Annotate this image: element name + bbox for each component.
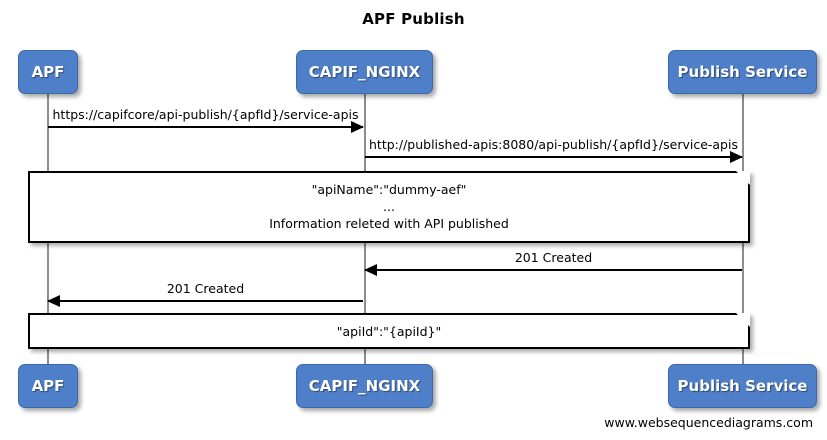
message-label-3: 201 Created (514, 250, 593, 265)
note-fold-edge-icon (735, 313, 750, 328)
message-line-3 (365, 269, 742, 271)
actor-label-capif-nginx: CAPIF_NGINX (308, 63, 421, 81)
actor-label-publish-service: Publish Service (677, 63, 808, 81)
actor-label-capif-nginx-bottom: CAPIF_NGINX (308, 377, 421, 395)
actor-box-publish-service-bottom[interactable]: Publish Service (668, 364, 817, 408)
message-label-2: http://published-apis:8080/api-publish/{… (369, 137, 738, 152)
actor-label-apf-bottom: APF (31, 377, 65, 395)
message-label-1: https://capifcore/api-publish/{apfId}/se… (52, 107, 359, 122)
actor-box-publish-service-top[interactable]: Publish Service (668, 50, 817, 94)
actor-label-apf: APF (31, 63, 65, 81)
actor-box-apf-bottom[interactable]: APF (18, 364, 78, 408)
footer-credit: www.websequencediagrams.com (604, 415, 813, 430)
message-line-4 (48, 300, 363, 302)
actor-label-publish-service-bottom: Publish Service (677, 377, 808, 395)
actor-box-capif-nginx-top[interactable]: CAPIF_NGINX (296, 50, 433, 94)
note-1-line-3: Information releted with API published (269, 216, 509, 231)
note-2-line-1: "apiId":"{apiId}" (336, 324, 442, 339)
note-fold-edge-icon (735, 171, 750, 186)
arrowhead-left-icon (47, 295, 60, 307)
arrowhead-left-icon (364, 264, 377, 276)
message-label-4: 201 Created (166, 281, 245, 296)
message-line-1 (48, 126, 363, 128)
note-box-2: "apiId":"{apiId}" (28, 313, 750, 349)
page-title: APF Publish (362, 10, 465, 28)
arrowhead-right-icon (730, 151, 743, 163)
message-line-2 (365, 156, 742, 158)
arrowhead-right-icon (351, 121, 364, 133)
note-1-line-1: "apiName":"dummy-aef" (311, 182, 467, 197)
note-box-1: "apiName":"dummy-aef" ... Information re… (28, 171, 750, 243)
actor-box-apf-top[interactable]: APF (18, 50, 78, 94)
note-1-line-2: ... (383, 199, 395, 214)
actor-box-capif-nginx-bottom[interactable]: CAPIF_NGINX (296, 364, 433, 408)
